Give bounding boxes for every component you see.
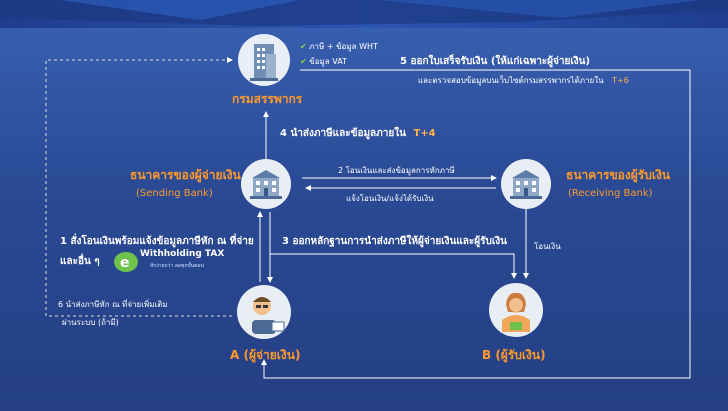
step5-line1: 5 ออกใบเสร็จรับเงิน (ให้แก่เฉพาะผู้จ่ายเ… bbox=[400, 56, 591, 67]
revenue-building-icon bbox=[236, 32, 292, 88]
sending-bank-name: ธนาคารของผู้จ่ายเงิน bbox=[130, 168, 241, 182]
receiving-bank-english: (Receiving Bank) bbox=[568, 188, 653, 199]
withholding-logo-tagline: หักง่ายกว่า ลดทุกขั้นตอน bbox=[150, 263, 204, 269]
check-item-2: ✔ ข้อมูล VAT bbox=[300, 55, 347, 68]
check-icon: ✔ bbox=[300, 42, 307, 51]
payer-avatar-icon bbox=[236, 284, 292, 340]
withholding-logo-name: Withholding TAX bbox=[140, 249, 225, 259]
receiving-bank-name: ธนาคารของผู้รับเงิน bbox=[566, 168, 671, 182]
step2-bottom-label: แจ้งโอนเงิน/แจ้งได้รับเงิน bbox=[346, 194, 434, 203]
revenue-dept-label: กรมสรรพากร bbox=[232, 92, 303, 106]
sending-bank-english: (Sending Bank) bbox=[136, 188, 213, 199]
withholding-tax-logo: e Withholding TAX หักง่ายกว่า ลดทุกขั้นต… bbox=[112, 248, 224, 276]
party-b-label: B (ผู้รับเงิน) bbox=[482, 348, 546, 362]
step2-top-label: 2 โอนเงินและส่งข้อมูลการหักภาษี bbox=[338, 166, 455, 175]
step3-label: 3 ออกหลักฐานการนำส่งภาษีให้ผู้จ่ายเงินแล… bbox=[282, 236, 507, 247]
receiving-bank-icon bbox=[500, 158, 552, 210]
check-item-1: ✔ ภาษี + ข้อมูล WHT bbox=[300, 40, 378, 53]
party-a-label: A (ผู้จ่ายเงิน) bbox=[230, 348, 301, 362]
step4-label: 4 นำส่งภาษีและข้อมูลภายใน T+4 bbox=[280, 128, 436, 139]
step6-line1: 6 นำส่งภาษีหัก ณ ที่จ่ายเพิ่มเติม bbox=[58, 300, 168, 309]
step5-line2: และตรวจสอบข้อมูลบนเว็บไซต์กรมสรรพากรได้ภ… bbox=[418, 76, 629, 85]
payee-avatar-icon bbox=[488, 282, 544, 338]
step1-line1: 1 สั่งโอนเงินพร้อมแจ้งข้อมูลภาษีหัก ณ ที… bbox=[60, 236, 254, 247]
transfer-label: โอนเงิน bbox=[534, 242, 561, 251]
step6-line2: ผ่านระบบ (ถ้ามี) bbox=[62, 318, 119, 327]
check-icon: ✔ bbox=[300, 57, 307, 66]
check-label: ข้อมูล VAT bbox=[309, 57, 347, 66]
header-decoration bbox=[0, 0, 728, 26]
step1-line2: และอื่น ๆ bbox=[60, 256, 100, 267]
step4-deadline: T+4 bbox=[413, 128, 436, 139]
svg-text:e: e bbox=[120, 255, 130, 271]
step5-deadline: T+6 bbox=[612, 76, 629, 85]
sending-bank-icon bbox=[240, 158, 292, 210]
check-label: ภาษี + ข้อมูล WHT bbox=[309, 42, 378, 51]
